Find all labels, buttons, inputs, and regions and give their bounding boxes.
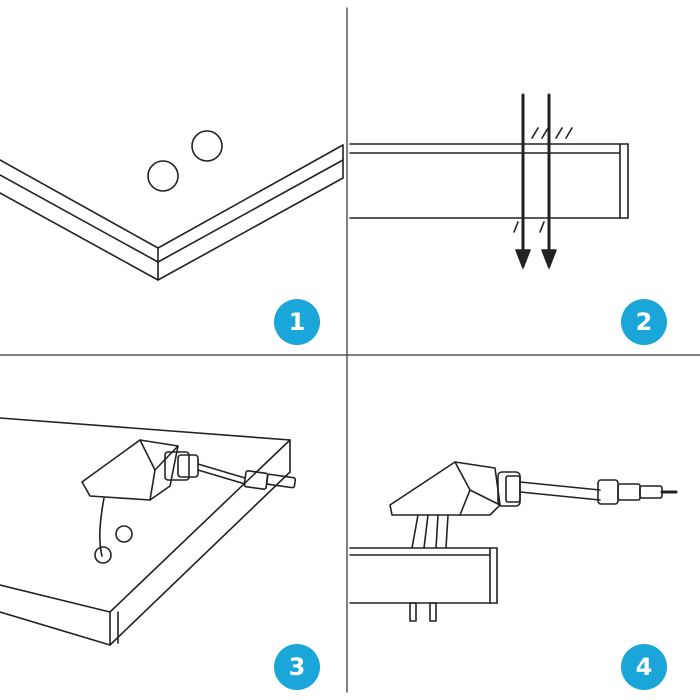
step-badge-1: 1: [274, 299, 320, 345]
step-badge-4: 4: [621, 644, 667, 690]
step-badge-2: 2: [621, 299, 667, 345]
junction-box: [81, 439, 199, 501]
mounting-hole: [115, 525, 133, 543]
drill-direction-arrow: [541, 93, 557, 269]
panel-4-illustration: [349, 461, 678, 622]
panel-2-illustration: [349, 93, 629, 269]
mounting-hole: [147, 160, 179, 192]
mounting-hole: [94, 546, 112, 564]
cable-connector: [597, 479, 678, 505]
step-badge-3: 3: [274, 644, 320, 690]
mounting-hole: [191, 130, 223, 162]
cable-connector: [243, 470, 297, 490]
panel-3-illustration: [0, 417, 297, 646]
junction-box: [389, 461, 521, 516]
panel-1-illustration: [0, 130, 344, 281]
drill-direction-arrow: [515, 93, 531, 269]
